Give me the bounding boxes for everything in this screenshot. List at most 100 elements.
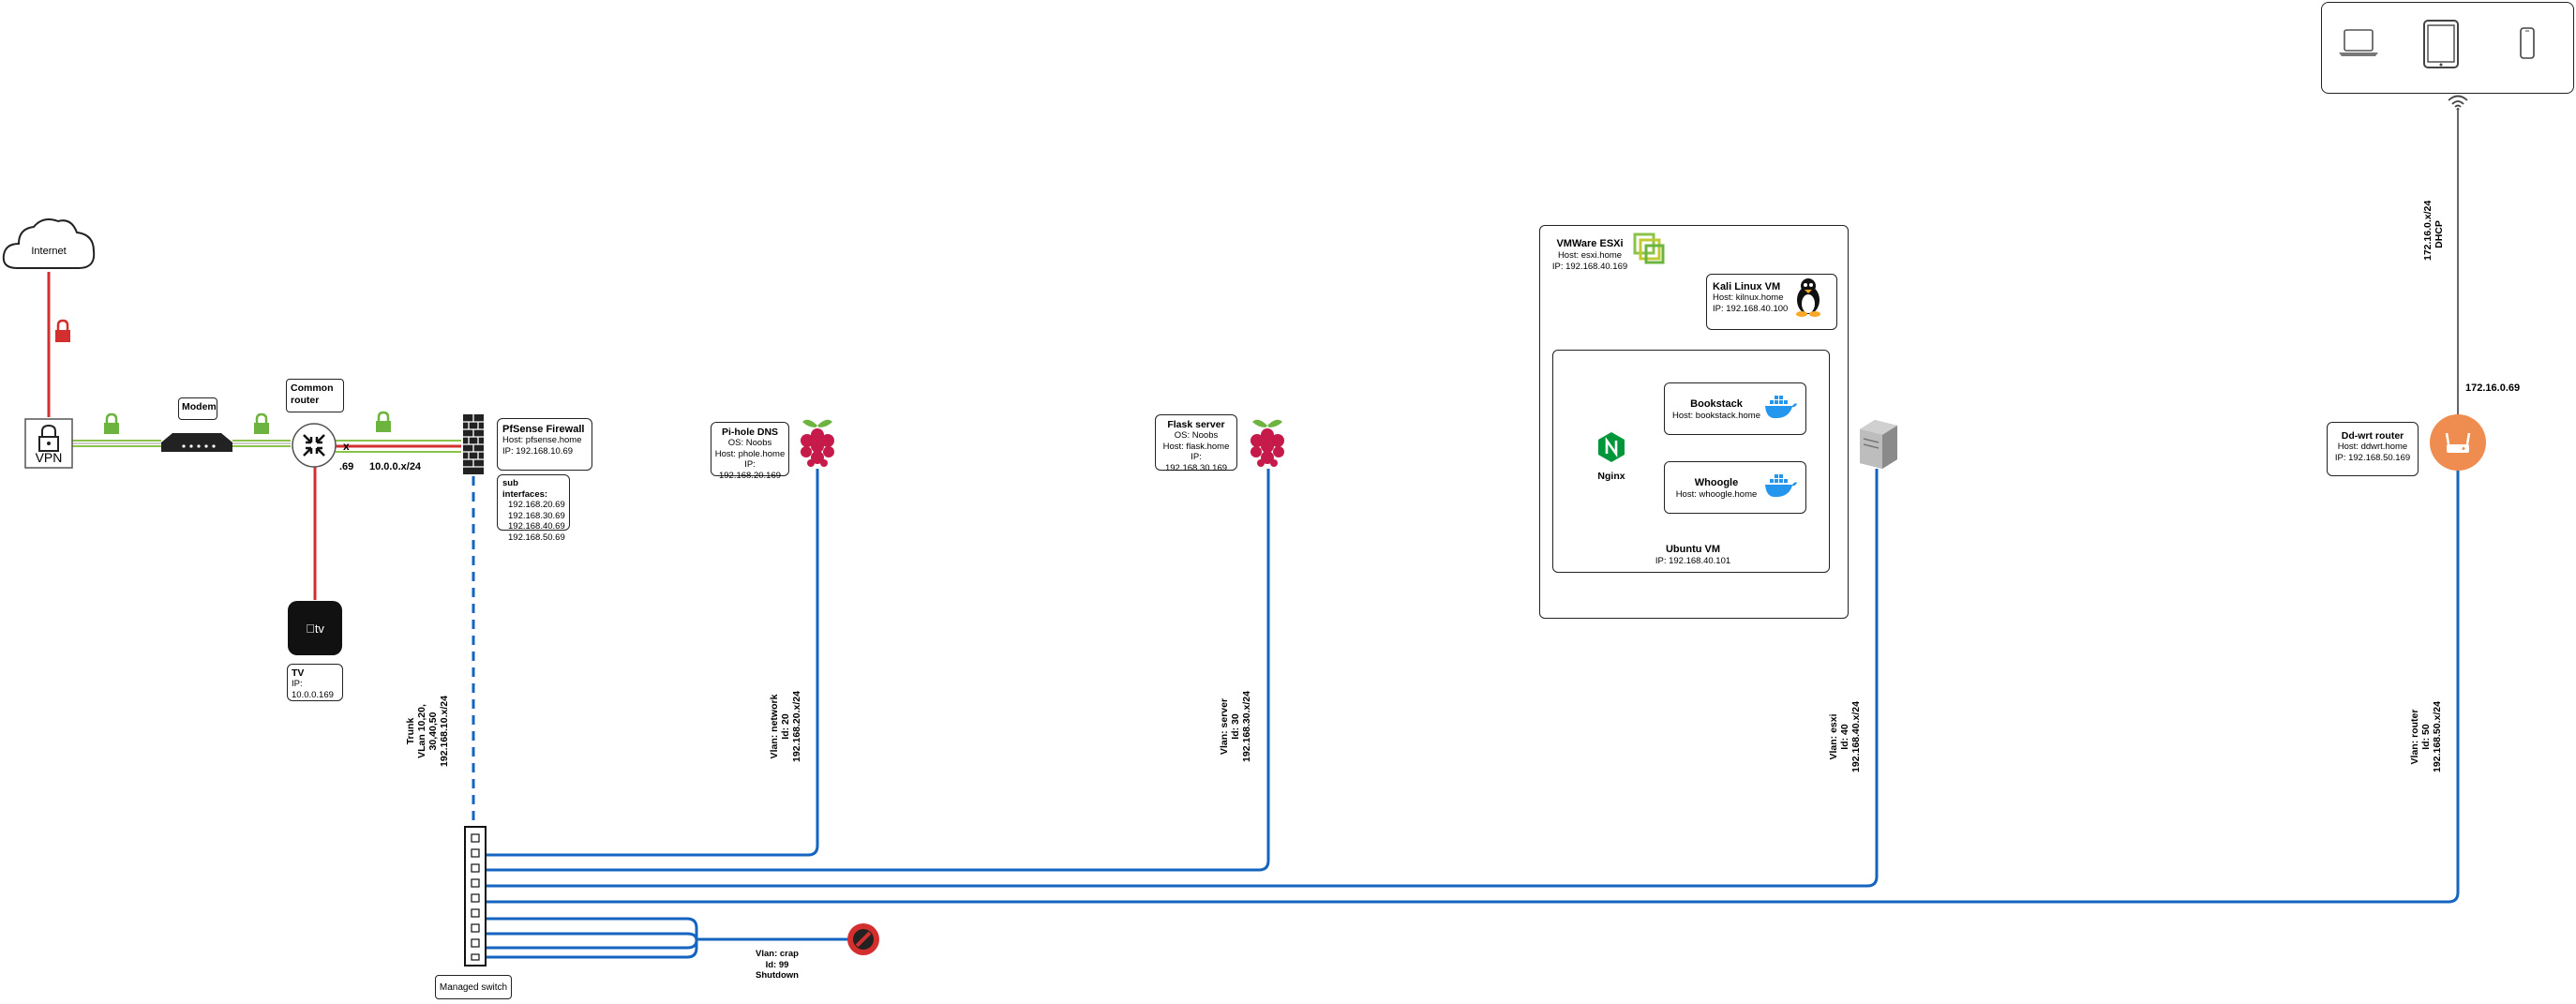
esxi-title: VMWare ESXi	[1556, 238, 1624, 249]
raspberry-pi-icon	[797, 416, 838, 473]
vlan-esxi-label: Vlan: esxi Id: 40 192.168.40.x/24	[1828, 690, 1862, 784]
router-icon	[291, 422, 337, 473]
wifi-router-icon	[2428, 412, 2488, 477]
cloud-icon	[0, 214, 97, 278]
ddwrt-wan-ip: 172.16.0.69	[2465, 382, 2521, 394]
vlan-line: 192.168.50.x/24	[2432, 701, 2443, 772]
lock-icon	[54, 319, 71, 348]
trunk-line: Trunk	[405, 717, 416, 745]
ddwrt-title: Dd-wrt router	[2341, 430, 2404, 442]
vlan20-link	[480, 469, 819, 857]
vlan-line: Vlan: network	[769, 694, 780, 759]
vlan-crap-label: Vlan: crap Id: 99 Shutdown	[737, 949, 817, 982]
vlan-line: Vlan: crap	[756, 949, 799, 959]
pihole-host: Host: phole.home	[714, 448, 786, 459]
vlan-line: Id: 30	[1230, 713, 1241, 740]
bookstack-host: Host: bookstack.home	[1672, 411, 1760, 421]
vlan50-link	[480, 469, 2460, 904]
nginx-icon	[1597, 431, 1625, 468]
bookstack-title: Bookstack	[1690, 398, 1743, 410]
bookstack-card: Bookstack Host: bookstack.home	[1664, 382, 1806, 435]
vmware-icon	[1633, 232, 1665, 269]
vlan-line: 192.168.20.x/24	[791, 691, 802, 762]
vlan-line: 192.168.40.x/24	[1850, 701, 1862, 772]
subinterface-item: 192.168.20.69	[508, 500, 565, 510]
docker-icon	[1764, 395, 1798, 426]
pfsense-title: PfSense Firewall	[502, 424, 585, 435]
laptop-icon	[2338, 26, 2379, 63]
vlan30-link	[480, 469, 1270, 872]
pihole-title: Pi-hole DNS	[721, 427, 779, 438]
router-firewall-link	[336, 440, 461, 453]
esxi-host: Host: esxi.home	[1557, 250, 1623, 261]
ubuntu-footer: Ubuntu VM IP: 192.168.40.101	[1646, 544, 1740, 567]
common-router-label: Common router	[286, 379, 344, 412]
flask-card: Flask server OS: Noobs Host: flask.home …	[1155, 414, 1237, 473]
ubuntu-title: Ubuntu VM	[1665, 544, 1721, 555]
vlan-line: Shutdown	[756, 970, 799, 981]
pihole-card: Pi-hole DNS OS: Noobs Host: phole.home I…	[711, 422, 789, 481]
subinterface-item: 192.168.40.69	[508, 521, 565, 532]
subinterface-item: 192.168.30.69	[508, 510, 565, 521]
tablet-icon	[2422, 19, 2460, 74]
blocked-icon	[846, 922, 880, 961]
server-icon	[1852, 416, 1899, 477]
trunk-label: Trunk VLan 10,20, 30,40,50 192.168.10.x/…	[405, 684, 450, 778]
modem-router-link	[232, 440, 291, 447]
esxi-ip: IP: 192.168.40.169	[1551, 261, 1628, 272]
vlan-line: Vlan: esxi	[1828, 713, 1839, 760]
vlan-line: Id: 99	[765, 959, 789, 970]
vlan-line: Id: 40	[1839, 724, 1850, 750]
subinterfaces-title: sub interfaces:	[502, 478, 548, 500]
flask-os: OS: Noobs	[1174, 430, 1219, 441]
kali-host: Host: kilnux.home	[1713, 292, 1784, 303]
x-mark: x	[343, 440, 350, 453]
pfsense-host: Host: pfsense.home	[502, 435, 582, 445]
whoogle-host: Host: whoogle.home	[1675, 489, 1758, 500]
vlan-router-label: Vlan: router Id: 50 192.168.50.x/24	[2409, 690, 2443, 784]
flask-ip: IP: 192.168.30.169	[1164, 452, 1228, 473]
trunk-line: 30,40,50	[427, 712, 439, 751]
vpn-modem-link	[71, 440, 161, 447]
vlan-line: Id: 50	[2420, 724, 2432, 750]
esxi-header: VMWare ESXi Host: esxi.home IP: 192.168.…	[1545, 238, 1635, 272]
vlan99-link	[480, 917, 698, 959]
lock-icon	[103, 412, 120, 440]
dhcp-line: 172.16.0.x/24	[2422, 200, 2434, 261]
ddwrt-card: Dd-wrt router Host: ddwrt.home IP: 192.1…	[2327, 422, 2419, 476]
wan-subnet-label: 10.0.0.x/24	[369, 461, 422, 472]
tv-ip: IP: 10.0.0.169	[292, 679, 334, 700]
ubuntu-ip: IP: 192.168.40.101	[1655, 556, 1731, 566]
vlan-line: Vlan: router	[2409, 709, 2420, 765]
appletv-icon: tv	[287, 600, 343, 661]
vlan40-link	[480, 469, 1879, 888]
managed-switch-label: Managed switch	[435, 975, 512, 999]
bookstack-text: Bookstack Host: bookstack.home	[1669, 398, 1764, 422]
raspberry-pi-icon	[1247, 416, 1288, 473]
whoogle-text: Whoogle Host: whoogle.home	[1669, 477, 1764, 501]
dhcp-line: DHCP	[2434, 220, 2445, 248]
docker-icon	[1764, 473, 1798, 504]
vlan-line: Vlan: server	[1219, 697, 1230, 756]
phone-icon	[2518, 26, 2537, 65]
vlan-line: 192.168.30.x/24	[1241, 691, 1252, 762]
flask-title: Flask server	[1167, 419, 1225, 430]
pfsense-ip: IP: 192.168.10.69	[502, 445, 574, 457]
whoogle-card: Whoogle Host: whoogle.home	[1664, 461, 1806, 514]
switch-icon	[463, 825, 487, 972]
wifi-icon	[2447, 94, 2469, 115]
vpn-icon	[24, 418, 73, 473]
modem-label: Modem	[178, 397, 217, 420]
kali-ip: IP: 192.168.40.100	[1713, 303, 1789, 314]
subinterface-item: 192.168.50.69	[508, 532, 565, 543]
subinterfaces-card: sub interfaces: 192.168.20.69 192.168.30…	[497, 474, 570, 543]
nginx-label: Nginx	[1597, 471, 1625, 482]
pihole-os: OS: Noobs	[727, 438, 772, 448]
svg-text:tv: tv	[306, 622, 324, 636]
firewall-icon	[461, 412, 486, 481]
pihole-ip: IP: 192.168.20.169	[718, 459, 782, 481]
ddwrt-host: Host: ddwrt.home	[2337, 442, 2408, 452]
vlan-network-label: Vlan: network Id: 20 192.168.20.x/24	[769, 682, 802, 771]
router-ip-suffix: .69	[339, 461, 354, 472]
